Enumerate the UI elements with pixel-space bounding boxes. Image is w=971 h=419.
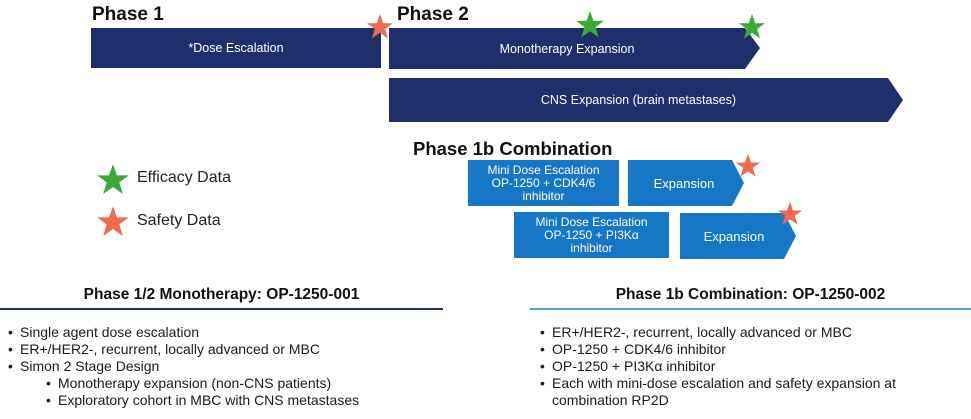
safety-legend-label: Safety Data [137,212,221,229]
inhibitor-line: inhibitor [570,240,613,255]
expansion-label-1: Expansion [653,175,715,191]
list-item: ER+/HER2-, recurrent, locally advanced o… [6,341,359,358]
dose-escalation-bar [91,28,381,68]
expansion-label-2: Expansion [703,228,765,244]
monotherapy-expansion-label: Monotherapy Expansion [499,41,635,56]
monotherapy-bullet-list: Single agent dose escalation ER+/HER2-, … [6,324,359,409]
mini-dose-escalation-line: Mini Dose Escalation [535,214,648,229]
dose-escalation-label: *Dose Escalation [188,41,284,55]
green-star-icon [97,164,129,194]
list-item: ER+/HER2-, recurrent, locally advanced o… [538,324,896,341]
phase-bars [91,28,903,122]
expansion-arrow-2 [680,213,796,259]
list-item: Each with mini-dose escalation and safet… [538,375,896,392]
cns-expansion-label: CNS Expansion (brain metastases) [540,93,737,107]
efficacy-star-icon [576,11,604,38]
expansion-arrow-1 [628,160,744,206]
list-item: OP-1250 + CDK4/6 inhibitor [538,341,896,358]
list-item: Simon 2 Stage Design [6,358,359,375]
efficacy-legend-label: Efficacy Data [137,169,231,186]
phase-1-title: Phase 1 [92,4,164,25]
mini-dose-escalation-line: Mini Dose Escalation [487,162,600,177]
inhibitor-line: inhibitor [522,188,565,203]
pi3k-combo-line: OP-1250 + PI3Kα [544,227,639,242]
efficacy-star-icon [739,14,765,39]
safety-star-icon [367,14,393,39]
cdk46-combo-line: OP-1250 + CDK4/6 [491,175,596,190]
phase-1b-combination-title: Phase 1b Combination [413,138,613,159]
mini-dose-escalation-pi3k-box: Mini Dose Escalation OP-1250 + PI3Kα inh… [514,212,669,258]
monotherapy-expansion-arrow [389,28,760,69]
safety-star-icon [735,153,761,177]
mini-dose-escalation-cdk46-box: Mini Dose Escalation OP-1250 + CDK4/6 in… [468,160,619,206]
sub-list-item: Exploratory cohort in MBC with CNS metas… [44,392,359,409]
left-section-rule [0,308,443,310]
orange-star-icon [97,206,129,236]
combination-section-heading: Phase 1b Combination: OP-1250-002 [615,286,886,303]
phase-2-title: Phase 2 [397,4,469,25]
safety-star-icon [777,201,803,225]
bullet-continuation: combination RP2D [552,392,669,408]
list-item: OP-1250 + PI3Kα inhibitor [538,358,896,375]
sub-list-item: Monotherapy expansion (non-CNS patients) [44,375,359,392]
cns-expansion-arrow [389,78,903,122]
right-section-rule [530,308,971,310]
list-item: Single agent dose escalation [6,324,359,341]
monotherapy-section-heading: Phase 1/2 Monotherapy: OP-1250-001 [83,286,360,303]
combination-bullet-list: ER+/HER2-, recurrent, locally advanced o… [538,324,896,409]
